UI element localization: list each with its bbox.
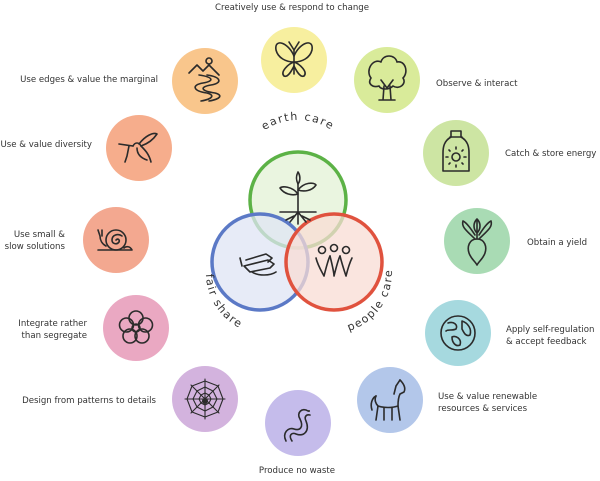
worm-icon xyxy=(283,408,311,442)
path-icon xyxy=(188,57,221,102)
label-renewable-1: Use & value renewable xyxy=(438,392,537,402)
principle-circle-obtain-yield xyxy=(444,208,510,274)
globe-icon xyxy=(440,315,476,351)
spiderweb-icon xyxy=(184,378,226,420)
butterfly-icon xyxy=(275,41,313,78)
principle-circle-self-regulation xyxy=(425,300,491,366)
principle-circle-renewable xyxy=(357,367,423,433)
label-small-slow-1: Use small & xyxy=(14,230,65,240)
principle-labels: Creatively use & respond to change Obser… xyxy=(1,3,597,476)
principle-circle-integrate xyxy=(103,295,169,361)
sprout-icon xyxy=(279,171,317,225)
label-diversity: Use & value diversity xyxy=(1,140,93,150)
hummingbird-icon xyxy=(118,132,158,163)
tree-icon xyxy=(368,55,407,101)
label-catch-energy: Catch & store energy xyxy=(505,149,596,159)
flower-icon xyxy=(118,310,154,344)
label-patterns: Design from patterns to details xyxy=(22,396,156,406)
label-self-regulation-1: Apply self-regulation xyxy=(506,325,594,335)
earth-care-label: earth care xyxy=(259,110,337,133)
label-obtain-yield: Obtain a yield xyxy=(527,238,587,248)
principle-circle-diversity xyxy=(106,115,172,181)
label-observe: Observe & interact xyxy=(436,79,518,89)
label-renewable-2: resources & services xyxy=(438,404,528,414)
label-no-waste: Produce no waste xyxy=(259,466,335,476)
people-care-circle xyxy=(284,212,384,312)
label-small-slow-2: slow solutions xyxy=(5,242,66,252)
hands-icon xyxy=(239,253,277,276)
snail-icon xyxy=(97,229,133,251)
label-integrate-1: Integrate rather xyxy=(18,319,87,329)
label-integrate-2: than segregate xyxy=(22,331,88,341)
ethics-venn: earth care fair share people care xyxy=(203,110,394,334)
beet-icon xyxy=(461,218,493,266)
people-icon xyxy=(315,243,353,277)
principle-circle-no-waste xyxy=(265,390,331,456)
principle-circle-edges xyxy=(172,48,238,114)
label-edges: Use edges & value the marginal xyxy=(20,75,158,85)
label-self-regulation-2: & accept feedback xyxy=(506,337,586,347)
label-creatively-use: Creatively use & respond to change xyxy=(215,3,369,13)
jar-sun-icon xyxy=(442,130,470,172)
horse-icon xyxy=(370,379,406,421)
